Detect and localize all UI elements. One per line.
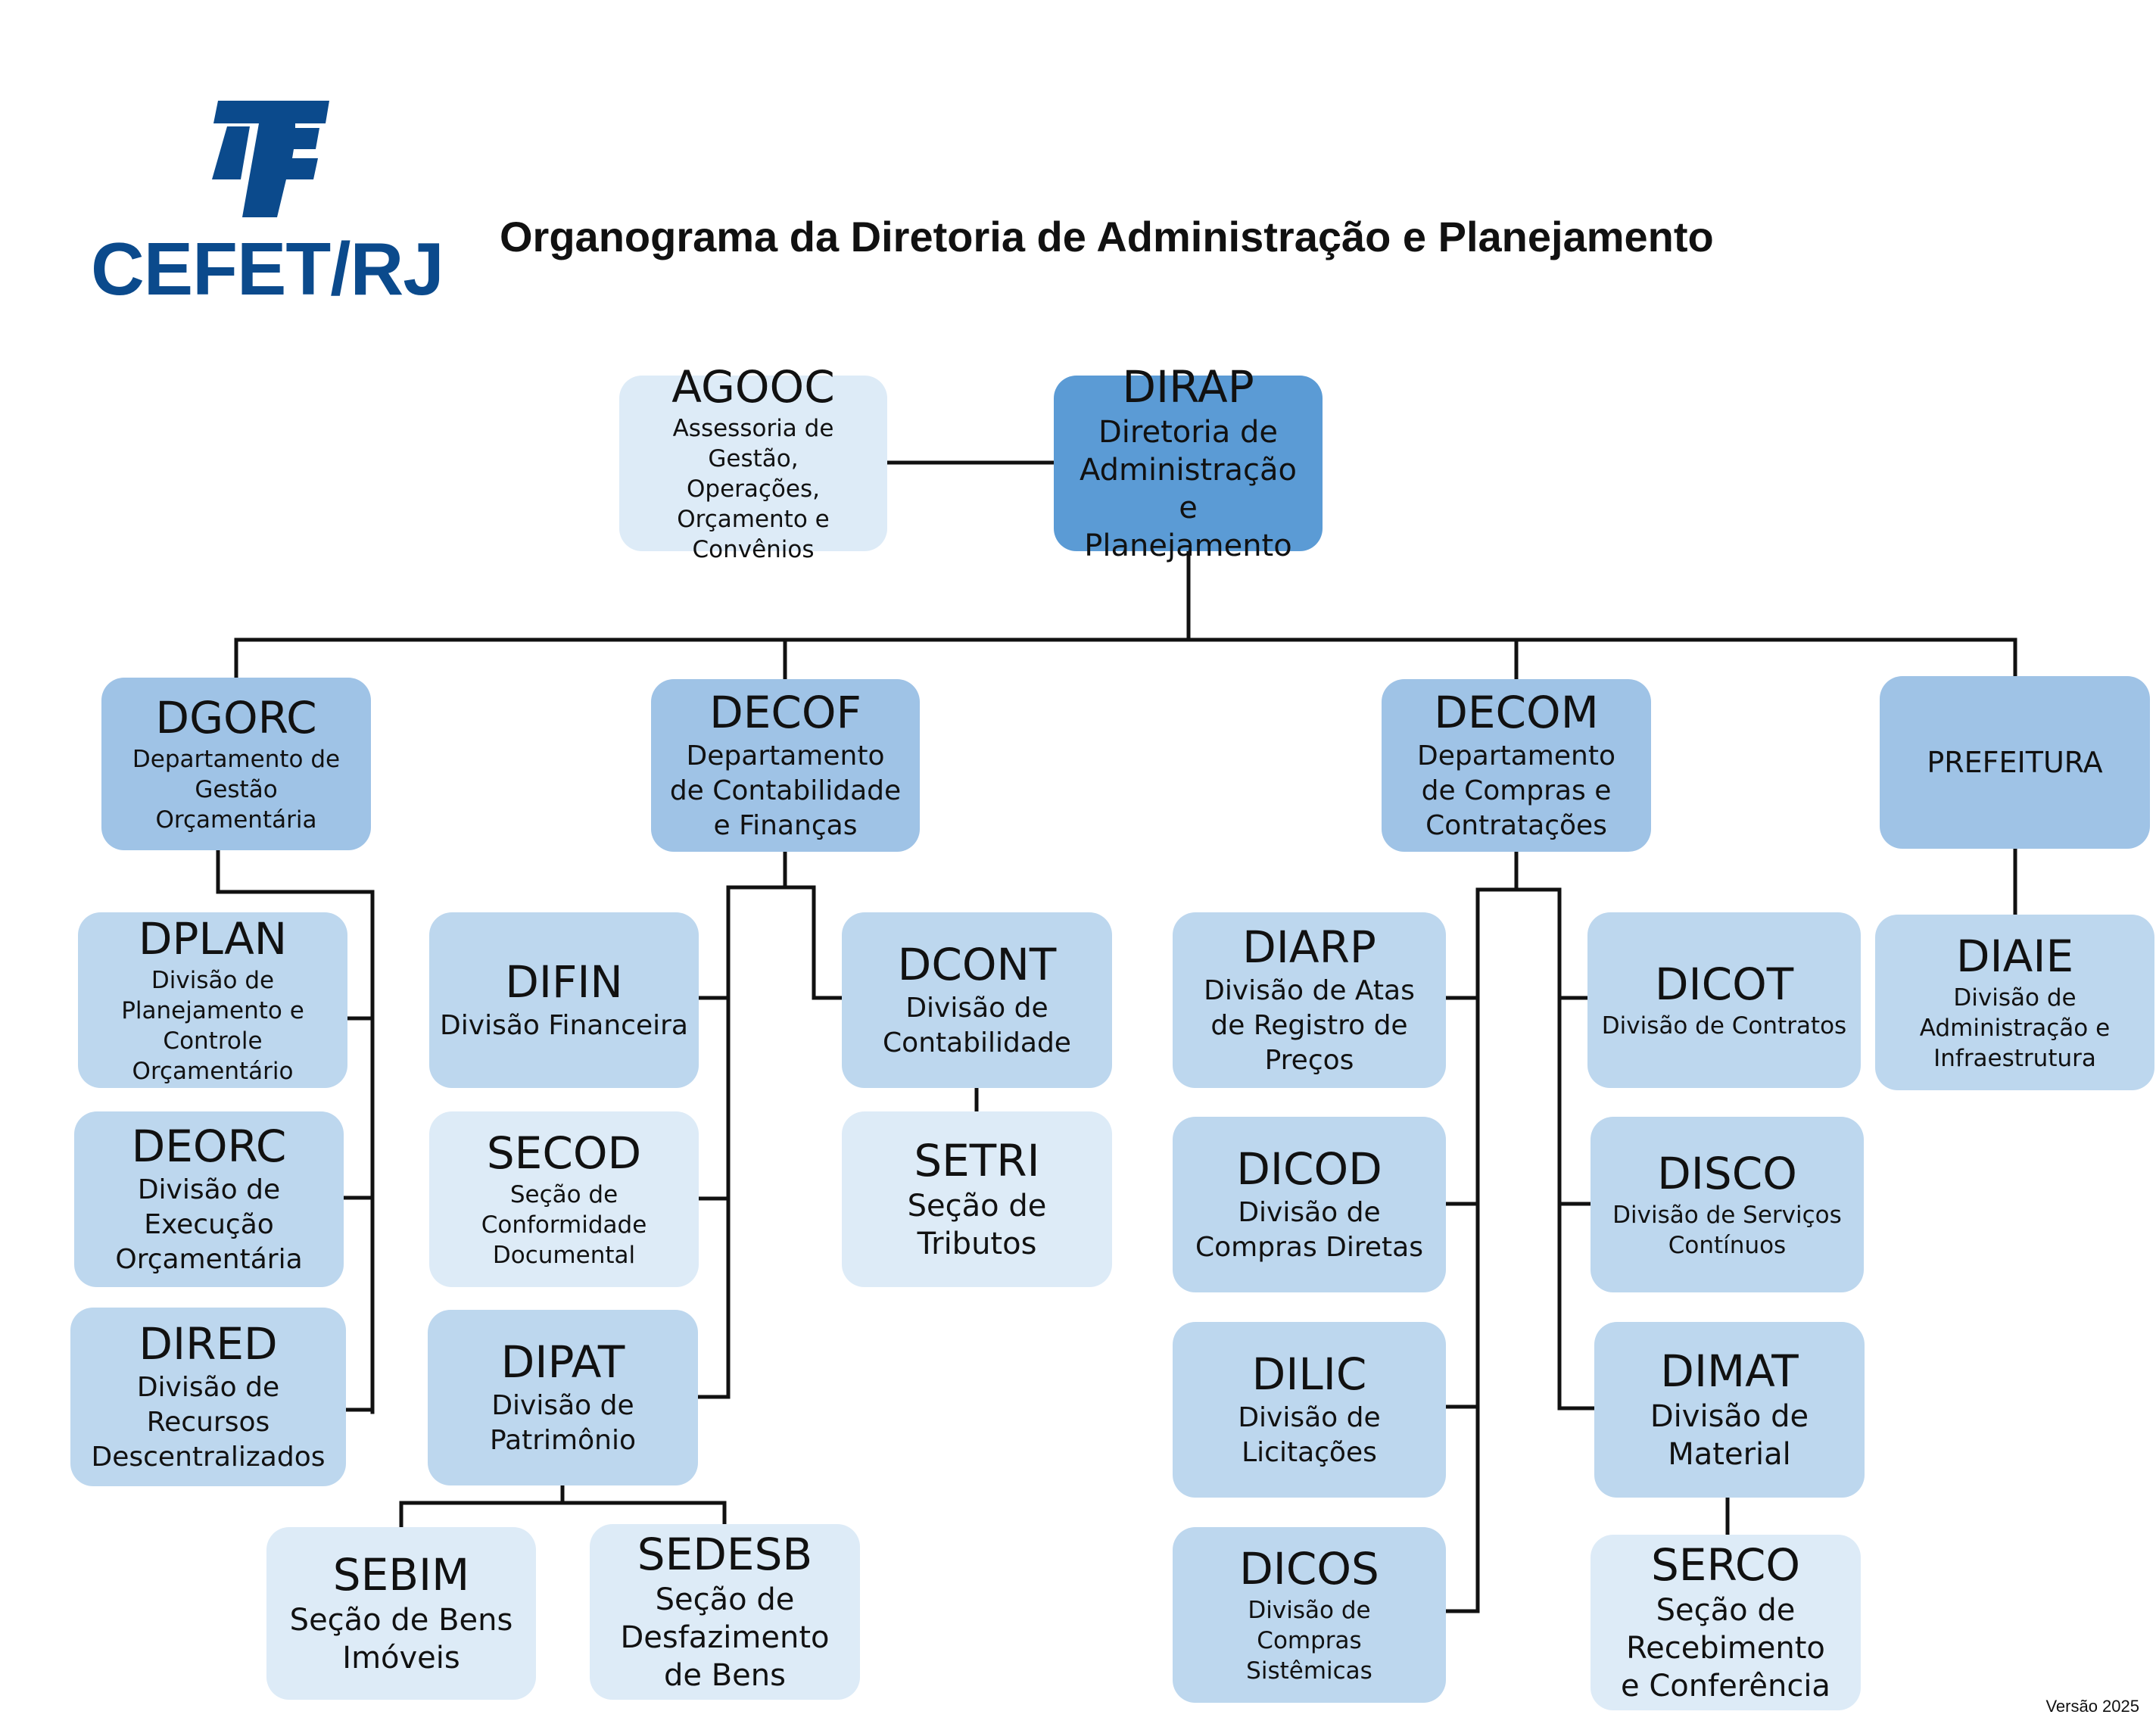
unit-name: Departamento de Contabilidade e Finanças xyxy=(669,740,902,841)
unit-dicot: DICOT Divisão de Contratos xyxy=(1587,912,1861,1088)
unit-name: Diretoria de Administração e Planejament… xyxy=(1079,415,1298,563)
cefet-logo-icon xyxy=(212,101,329,217)
unit-dirap: DIRAP Diretoria de Administração e Plane… xyxy=(1054,362,1323,563)
logo-text: CEFET/RJ xyxy=(91,227,444,310)
unit-code: DIMAT xyxy=(1660,1345,1799,1397)
unit-dired: DIRED Divisão de Recursos Descentralizad… xyxy=(70,1308,346,1486)
unit-name: Seção de Conformidade Documental xyxy=(481,1181,647,1269)
unit-dipat: DIPAT Divisão de Patrimônio xyxy=(428,1310,698,1485)
unit-code: SEBIM xyxy=(332,1549,470,1601)
unit-name: Seção de Desfazimento de Bens xyxy=(620,1582,830,1693)
unit-secod: SECOD Seção de Conformidade Documental xyxy=(429,1111,699,1287)
unit-name: Divisão de Contabilidade xyxy=(883,993,1071,1058)
unit-dicod: DICOD Divisão de Compras Diretas xyxy=(1173,1117,1446,1292)
unit-code: DIFIN xyxy=(505,956,623,1008)
unit-name: Seção de Recebimento e Conferência xyxy=(1621,1593,1830,1704)
unit-sedesb: SEDESB Seção de Desfazimento de Bens xyxy=(590,1524,860,1700)
unit-code: DICOD xyxy=(1236,1143,1382,1195)
unit-code: DICOS xyxy=(1239,1543,1379,1595)
unit-code: DICOT xyxy=(1654,959,1794,1010)
unit-diaie: DIAIE Divisão de Administração e Infraes… xyxy=(1875,915,2154,1090)
unit-name: Divisão de Execução Orçamentária xyxy=(115,1174,303,1275)
unit-name: Divisão de Contratos xyxy=(1601,1012,1847,1040)
unit-code: DIRAP xyxy=(1122,361,1254,413)
unit-name: Assessoria de Gestão, Operações, Orçamen… xyxy=(672,415,834,563)
version-label: Versão 2025 xyxy=(2045,1697,2139,1716)
unit-code: DILIC xyxy=(1251,1348,1367,1400)
unit-deorc: DEORC Divisão de Execução Orçamentária xyxy=(74,1111,344,1287)
unit-name: Divisão de Patrimônio xyxy=(489,1390,636,1456)
unit-decof: DECOF Departamento de Contabilidade e Fi… xyxy=(651,679,920,852)
unit-difin: DIFIN Divisão Financeira xyxy=(429,912,699,1088)
unit-dicos: DICOS Divisão de Compras Sistêmicas xyxy=(1173,1527,1446,1703)
unit-name: Divisão de Recursos Descentralizados xyxy=(91,1372,326,1473)
unit-decom: DECOM Departamento de Compras e Contrata… xyxy=(1382,679,1651,852)
unit-code: SERCO xyxy=(1650,1539,1801,1591)
unit-code: DCONT xyxy=(897,939,1057,990)
unit-dgorc: DGORC Departamento de Gestão Orçamentári… xyxy=(101,678,371,850)
unit-name: PREFEITURA xyxy=(1927,746,2103,779)
unit-agooc: AGOOC Assessoria de Gestão, Operações, O… xyxy=(619,362,887,563)
unit-name: Departamento de Compras e Contratações xyxy=(1417,740,1615,841)
unit-diarp: DIARP Divisão de Atas de Registro de Pre… xyxy=(1173,912,1446,1088)
unit-dcont: DCONT Divisão de Contabilidade xyxy=(842,912,1112,1088)
unit-code: DPLAN xyxy=(138,913,288,965)
unit-name: Seção de Tributos xyxy=(907,1189,1047,1261)
unit-code: DISCO xyxy=(1657,1148,1797,1199)
unit-code: DEORC xyxy=(131,1121,287,1172)
unit-name: Divisão de Licitações xyxy=(1238,1402,1381,1468)
unit-code: DIPAT xyxy=(500,1336,625,1388)
unit-code: DIAIE xyxy=(1955,931,2074,982)
unit-name: Divisão de Material xyxy=(1650,1399,1809,1472)
page-title: Organograma da Diretoria de Administraçã… xyxy=(500,213,1714,260)
unit-name: Divisão Financeira xyxy=(440,1010,688,1041)
unit-dplan: DPLAN Divisão de Planejamento e Controle… xyxy=(78,912,347,1088)
unit-code: SETRI xyxy=(914,1135,1040,1186)
unit-code: AGOOC xyxy=(671,361,835,413)
unit-setri: SETRI Seção de Tributos xyxy=(842,1111,1112,1287)
unit-name: Departamento de Gestão Orçamentária xyxy=(132,746,341,834)
unit-name: Seção de Bens Imóveis xyxy=(289,1603,513,1676)
unit-code: DECOF xyxy=(709,687,861,738)
unit-sebim: SEBIM Seção de Bens Imóveis xyxy=(266,1527,536,1700)
unit-code: DECOM xyxy=(1434,687,1599,738)
unit-name: Divisão de Planejamento e Controle Orçam… xyxy=(121,967,304,1085)
unit-code: SEDESB xyxy=(637,1529,813,1580)
unit-name: Divisão de Compras Diretas xyxy=(1195,1197,1423,1263)
unit-dimat: DIMAT Divisão de Material xyxy=(1594,1322,1865,1498)
unit-prefeitura: PREFEITURA xyxy=(1880,676,2150,849)
unit-code: DGORC xyxy=(155,692,317,743)
unit-code: SECOD xyxy=(486,1127,642,1179)
unit-name: Divisão de Administração e Infraestrutur… xyxy=(1919,984,2111,1072)
unit-code: DIRED xyxy=(139,1318,278,1370)
unit-name: Divisão de Atas de Registro de Preços xyxy=(1204,975,1415,1076)
unit-serco: SERCO Seção de Recebimento e Conferência xyxy=(1591,1535,1861,1710)
unit-code: DIARP xyxy=(1242,921,1376,973)
unit-name: Divisão de Serviços Contínuos xyxy=(1612,1202,1842,1259)
unit-name: Divisão de Compras Sistêmicas xyxy=(1246,1597,1372,1685)
unit-dilic: DILIC Divisão de Licitações xyxy=(1173,1322,1446,1498)
unit-disco: DISCO Divisão de Serviços Contínuos xyxy=(1591,1117,1864,1292)
cefet-logo: CEFET/RJ xyxy=(91,95,444,314)
